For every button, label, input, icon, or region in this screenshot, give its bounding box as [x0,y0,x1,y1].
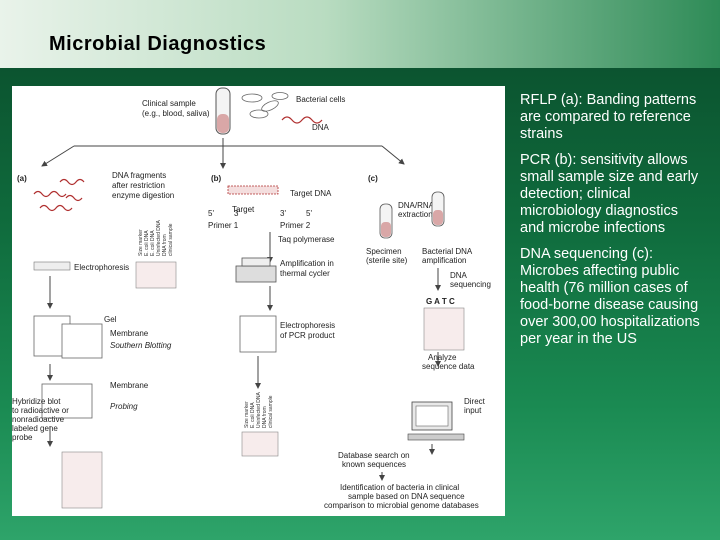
gel-lane-labels-b: Size marker E. coli DNA Uninfected DNA D… [244,391,274,428]
gatc-label: G A T C [426,297,455,306]
panel-a-tag: (a) [17,174,27,183]
svg-text:clinical sample: clinical sample [168,223,174,256]
bact-amp-label-2: amplification [422,256,466,265]
target-dna-strand [227,185,279,195]
amp-label-2: thermal cycler [280,269,330,278]
db-search-label-1: Database search on [338,451,410,460]
probe-membrane-box [41,383,93,419]
specimen-label-1: Specimen [366,247,402,256]
svg-text:E. coli DNA: E. coli DNA [150,230,156,256]
extraction-label-1: DNA/RNA [398,201,435,210]
membrane-2-label: Membrane [110,381,149,390]
pcr-gel-box [239,315,277,353]
slide-title: Microbial Diagnostics [49,33,267,55]
pcr-electro-label-2: of PCR product [280,331,335,340]
end-3a: 3' [234,209,240,218]
direct-label-1: Direct [464,397,486,406]
probed-blot-a [61,451,103,509]
bullet-dot-icon: • [496,92,502,108]
diagnostics-diagram: Clinical sample (e.g., blood, saliva) Ba… [12,87,491,510]
sequencing-gel [423,307,465,351]
extraction-label-2: extraction [398,210,433,219]
gel-wells-a [33,261,71,271]
bullet-dot-icon: • [496,246,502,262]
specimen-label-2: (sterile site) [366,256,408,265]
title-bar [0,0,720,68]
primer-2-label: Primer 2 [280,221,311,230]
clinical-sample-tube-icon [215,87,231,135]
db-search-label-2: known sequences [342,460,406,469]
direct-label-2: input [464,406,482,415]
bullet-list: •RFLP (a): Banding patterns are compared… [492,92,706,357]
specimen-tube-icon [379,203,393,239]
hybridize-label-1: Hybridize blot [12,397,61,406]
probing-label: Probing [110,402,138,411]
end-5a: 5' [208,209,214,218]
gel-label: Gel [104,315,117,324]
dna-strand-icon [281,116,323,124]
bullet-pcr: •PCR (b): sensitivity allows small sampl… [496,152,699,236]
svg-text:DNA from: DNA from [262,406,268,428]
bullet-dot-icon: • [496,152,502,168]
clinical-sample-label: Clinical sample [142,99,196,108]
ident-label-1: Identification of bacteria in clinical [340,483,459,492]
hybridize-label-3: nonradioactive [12,415,65,424]
dna-seq-label-1: DNA [450,271,468,280]
svg-text:Size marker: Size marker [244,401,250,428]
panel-c-tag: (c) [368,174,378,183]
bacterial-cells-label: Bacterial cells [296,95,345,104]
computer-icon [407,401,465,441]
hybridize-label-2: to radioactive or [12,406,69,415]
hybridize-label-5: probe [12,433,33,442]
ident-label-3: comparison to microbial genome databases [324,501,479,510]
end-5b: 5' [306,209,312,218]
clinical-sample-eg-label: (e.g., blood, saliva) [142,109,210,118]
ident-label-2: sample based on DNA sequence [348,492,465,501]
analyze-label-2: sequence data [422,362,475,371]
bact-amp-label-1: Bacterial DNA [422,247,473,256]
fragments-label-3: enzyme digestion [112,191,174,200]
dna-label: DNA [312,123,330,132]
branch-lines [41,138,405,169]
diagnostics-figure: Clinical sample (e.g., blood, saliva) Ba… [12,86,505,516]
svg-text:clinical sample: clinical sample [268,395,274,428]
analyze-label-1: Analyze [428,353,457,362]
target-dna-label: Target DNA [290,189,332,198]
bacterial-dna-tube-icon [431,191,445,227]
fragments-label-1: DNA fragments [112,171,166,180]
end-3b: 3' [280,209,286,218]
gel-mini-a [135,261,177,289]
svg-text:E. coli DNA: E. coli DNA [250,402,256,428]
svg-text:Size marker: Size marker [138,229,144,256]
southern-blotting-label: Southern Blotting [110,341,172,350]
svg-text:Uninfected DNA: Uninfected DNA [156,219,162,256]
fragments-label-2: after restriction [112,181,165,190]
bacterial-cells-icon [241,92,289,119]
membrane-box [61,323,103,359]
panel-b-tag: (b) [211,174,222,183]
hybridize-label-4: labeled gene [12,424,58,433]
gel-lane-labels-a: Size marker E. coli DNA E. coli DNA Unin… [138,219,174,256]
amp-label-1: Amplification in [280,259,334,268]
electrophoresis-a-label: Electrophoresis [74,263,129,272]
bullet-rflp: •RFLP (a): Banding patterns are compared… [496,92,697,142]
pcr-electro-label-1: Electrophoresis [280,321,335,330]
taq-label: Taq polymerase [278,235,335,244]
svg-text:E. coli DNA: E. coli DNA [144,230,150,256]
membrane-label: Membrane [110,329,149,338]
dna-seq-label-2: sequencing [450,280,491,289]
primer-1-label: Primer 1 [208,221,239,230]
pcr-product-gel [241,431,279,457]
bullet-sequencing: •DNA sequencing (c): Microbes affecting … [496,246,700,347]
dna-fragments-icon [33,178,85,212]
thermal-cycler-icon [235,257,277,283]
svg-text:Uninfected DNA: Uninfected DNA [256,391,262,428]
svg-text:DNA from: DNA from [162,234,168,256]
target-label: Target [232,205,255,214]
